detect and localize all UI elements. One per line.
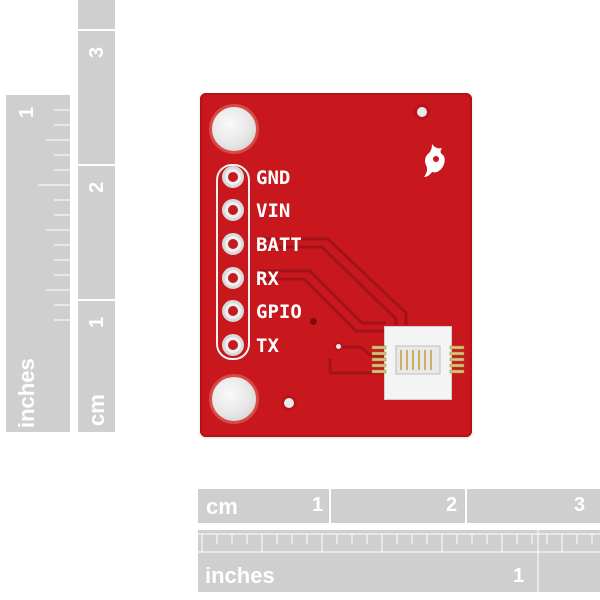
pin-gnd (222, 166, 244, 188)
pin-vin (222, 199, 244, 221)
pin-label-batt: BATT (256, 234, 302, 256)
pin-label-vin: VIN (256, 200, 291, 222)
connector-pins (371, 345, 465, 375)
bottom-cm-mark-2: 2 (446, 494, 458, 516)
pin-label-gpio: GPIO (256, 301, 302, 323)
via-small-1 (310, 318, 317, 325)
via-bottom (281, 395, 297, 411)
pin-label-tx: TX (256, 335, 279, 357)
mounting-hole-top (209, 104, 259, 154)
mounting-hole-bottom (209, 374, 259, 424)
bottom-inches-ruler (198, 530, 600, 592)
bottom-cm-ruler (198, 489, 600, 523)
bottom-cm-mark-1: 1 (312, 494, 324, 516)
bottom-cm-label: cm (206, 494, 238, 519)
via-small-2 (334, 342, 343, 351)
left-cm-mark-1: 1 (86, 316, 108, 328)
pin-gpio (222, 300, 244, 322)
pin-rx (222, 267, 244, 289)
bottom-inches-ruler-ticks (198, 530, 600, 592)
pcb-traces (260, 237, 408, 375)
left-inches-label: inches (14, 358, 39, 428)
left-cm-mark-3: 3 (86, 46, 108, 58)
via-top-right (414, 104, 430, 120)
left-cm-mark-2: 2 (86, 181, 108, 193)
bottom-cm-mark-3: 3 (574, 494, 586, 516)
left-inches-ruler-ticks (38, 0, 70, 321)
bottom-inches-label: inches (205, 563, 275, 588)
left-cm-ruler (78, 0, 115, 432)
pin-label-rx: RX (256, 268, 279, 290)
flame-logo-icon (424, 144, 445, 177)
bottom-inches-mark-1: 1 (513, 565, 525, 587)
pin-tx (222, 334, 244, 356)
pin-label-gnd: GND (256, 167, 291, 189)
left-inches-ruler (6, 95, 70, 432)
left-cm-ruler-ticks (78, 29, 115, 301)
bottom-cm-ruler-ticks (329, 489, 467, 523)
pin-batt (222, 233, 244, 255)
left-cm-label: cm (84, 394, 109, 426)
left-inches-mark-1: 1 (16, 106, 38, 118)
header-outline (216, 164, 250, 360)
